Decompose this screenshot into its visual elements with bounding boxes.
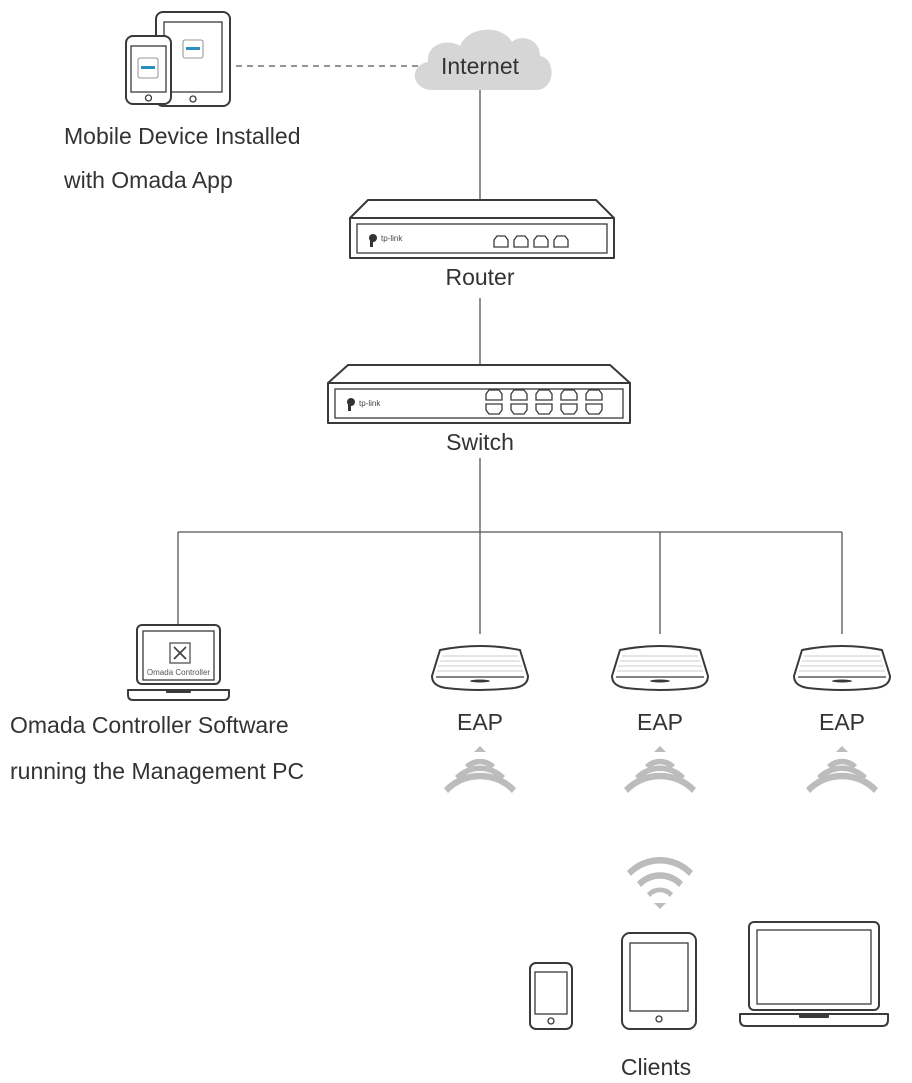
mobile-device-label-line2: with Omada App [63,167,233,193]
clients-label: Clients [621,1054,691,1078]
access-point-icon [431,645,529,691]
wireless-signal-icon [444,746,516,793]
wireless-signal-icon [624,746,696,793]
tablet-icon [155,11,231,107]
phone-icon [529,962,573,1030]
access-point-icon [611,645,709,691]
switch-ports [485,389,603,415]
access-point-icon [793,645,891,691]
switch-label: Switch [446,429,514,455]
connection-lines [177,65,843,634]
tp-link-logo-icon [369,234,377,247]
laptop-icon: Omada Controller [127,624,230,701]
eap3-label: EAP [819,709,865,735]
tools-icon [169,642,191,664]
router-label: Router [445,264,514,290]
controller-label-line1: Omada Controller Software [10,712,289,738]
tp-link-logo-icon [347,398,355,411]
phone-icon [125,35,172,105]
controller-label-line2: running the Management PC [10,758,304,784]
mobile-device-label-line1: Mobile Device Installed [64,123,301,149]
router-brand: tp-link [381,234,403,243]
laptop-icon [739,921,889,1027]
switch-icon: tp-link [327,364,631,424]
eap1-label: EAP [457,709,503,735]
wireless-signal-icon [806,746,878,793]
internet-label: Internet [441,53,520,79]
router-ports [493,235,569,248]
eap2-label: EAP [637,709,683,735]
switch-brand: tp-link [359,399,381,408]
controller-screen-label: Omada Controller [147,668,210,677]
tablet-icon [621,932,697,1030]
cloud-icon [414,29,552,90]
router-icon: tp-link [349,199,615,259]
wifi-icon [627,857,693,909]
